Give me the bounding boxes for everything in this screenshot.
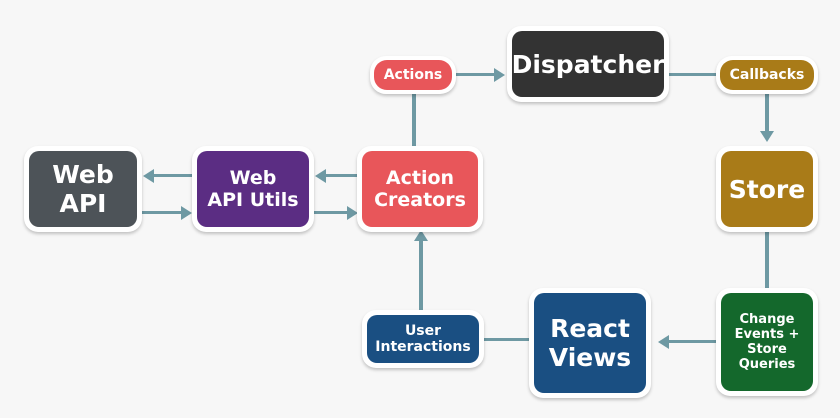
node-store[interactable]: Store — [716, 146, 818, 232]
node-change-events-line3: Store — [747, 342, 787, 357]
edge-store-to-changeevents-line — [765, 229, 769, 291]
edge-webapiutils-to-webapi-arrowhead — [143, 169, 154, 183]
edge-reactviews-to-userinteractions-line — [482, 338, 532, 341]
node-react-views-line2: Views — [548, 343, 632, 372]
node-action-creators-line2: Creators — [374, 189, 466, 211]
edge-changeevents-to-reactviews-arrowhead — [658, 335, 669, 349]
edge-callbacks-to-store-arrowhead — [760, 131, 774, 142]
edge-actioncreators-to-webapiutils-line — [325, 174, 359, 177]
node-user-interactions-line2: Interactions — [375, 339, 471, 355]
edge-webapiutils-to-webapi-line — [152, 174, 192, 177]
node-store-label: Store — [728, 174, 806, 204]
edge-webapiutils-to-actioncreators-arrowhead — [347, 206, 358, 220]
node-web-api-utils-line1: Web — [229, 166, 277, 189]
node-change-events-line4: Queries — [738, 357, 796, 373]
node-react-views-line1: React — [550, 314, 630, 343]
edge-changeevents-to-reactviews-line — [668, 340, 718, 343]
node-callbacks[interactable]: Callbacks — [716, 56, 818, 94]
node-web-api-utils[interactable]: Web API Utils — [192, 146, 314, 232]
edge-actioncreators-to-webapiutils-arrowhead — [315, 169, 326, 183]
edge-actions-to-dispatcher-line — [456, 73, 498, 76]
node-web-api-line2: API — [59, 189, 107, 218]
edge-webapi-to-webapiutils-arrowhead — [181, 206, 192, 220]
edge-userinteractions-to-actioncreators-line — [419, 240, 423, 310]
node-web-api[interactable]: Web API — [24, 146, 142, 232]
edge-actions-to-dispatcher-arrowhead — [494, 68, 505, 82]
node-actions[interactable]: Actions — [370, 56, 456, 94]
edge-userinteractions-to-actioncreators-arrowhead — [414, 230, 428, 241]
node-dispatcher[interactable]: Dispatcher — [507, 26, 669, 102]
node-user-interactions-line1: User — [404, 322, 442, 339]
node-callbacks-label: Callbacks — [729, 66, 805, 83]
node-action-creators[interactable]: Action Creators — [357, 146, 483, 232]
node-action-creators-line1: Action — [385, 166, 455, 189]
node-actions-label: Actions — [383, 66, 443, 83]
node-web-api-utils-line2: API Utils — [207, 189, 299, 211]
edge-actioncreators-to-actions-line — [412, 93, 416, 149]
edge-dispatcher-to-callbacks-line — [668, 73, 720, 76]
node-change-events[interactable]: Change Events + Store Queries — [716, 288, 818, 396]
edge-webapiutils-to-actioncreators-line — [314, 211, 348, 214]
node-change-events-line1: Change — [739, 311, 795, 327]
node-dispatcher-label: Dispatcher — [511, 49, 665, 79]
node-change-events-line2: Events + — [734, 326, 800, 342]
node-react-views[interactable]: React Views — [529, 288, 651, 398]
edge-webapi-to-webapiutils-line — [142, 211, 182, 214]
node-web-api-line1: Web — [52, 160, 114, 189]
node-user-interactions[interactable]: User Interactions — [362, 310, 484, 368]
edge-callbacks-to-store-line — [765, 92, 769, 134]
